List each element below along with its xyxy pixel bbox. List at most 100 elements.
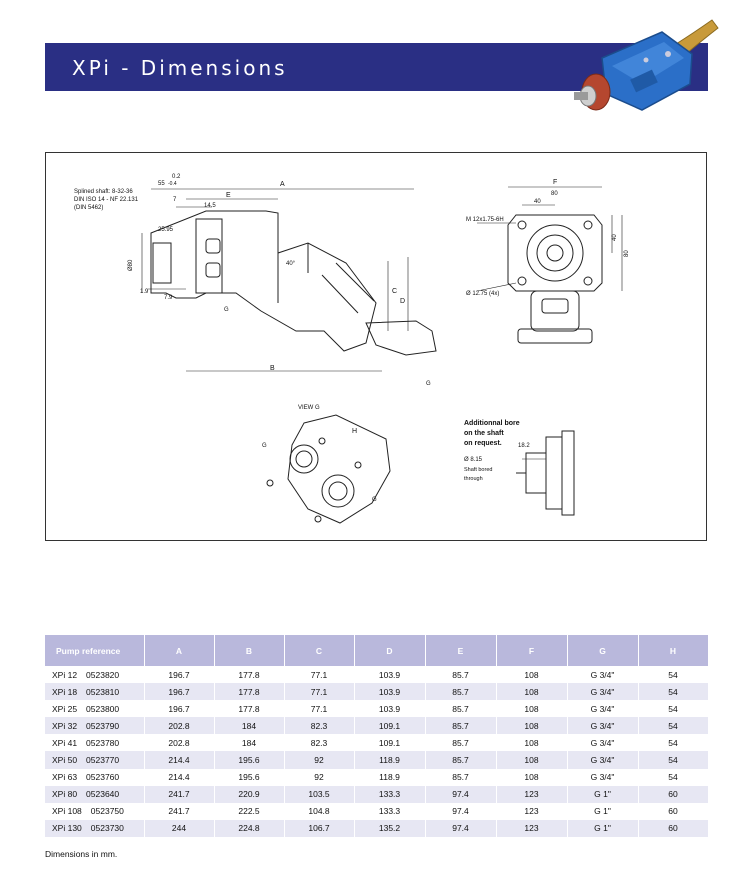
- cell-b: 177.8: [214, 700, 285, 718]
- cell-b: 195.6: [214, 751, 285, 769]
- pump-code: 0523790: [86, 720, 120, 731]
- cell-e: 85.7: [425, 768, 497, 786]
- cell-f: 108: [496, 683, 568, 701]
- cell-e: 85.7: [425, 666, 497, 684]
- pump-code: 0523780: [86, 737, 120, 748]
- cell-a: 202.8: [144, 734, 215, 752]
- pump-code: 0523820: [86, 669, 120, 680]
- pump-reference-cell: XPi 41 0523780: [45, 734, 145, 752]
- header-h: H: [638, 635, 709, 666]
- cell-b: 184: [214, 717, 285, 735]
- pump-reference-cell: XPi 80 0523640: [45, 785, 145, 803]
- view-g-g-right: G: [372, 497, 377, 503]
- cell-a: 196.7: [144, 700, 215, 718]
- cell-h: 54: [638, 700, 709, 718]
- cell-h: 54: [638, 717, 709, 735]
- header-c: C: [284, 635, 355, 666]
- cell-f: 108: [496, 700, 568, 718]
- dim-80-label: Ø80: [128, 259, 134, 271]
- cell-f: 108: [496, 666, 568, 684]
- splined-shaft-label-2: DIN ISO 14 - NF 22.131: [74, 197, 139, 203]
- pump-reference-cell: XPi 130 0523730: [45, 819, 145, 837]
- cell-f: 108: [496, 751, 568, 769]
- table-header-row: Pump reference A B C D E F G H: [45, 635, 709, 666]
- bore-815-label: Ø 8.15: [464, 457, 483, 463]
- dim-40-front-label: 40: [534, 199, 541, 205]
- pump-model: XPi 18: [52, 686, 78, 697]
- cell-a: 244: [144, 819, 215, 837]
- cell-g: G 1": [567, 802, 639, 820]
- cell-c: 106.7: [284, 819, 355, 837]
- cell-g: G 3/4": [567, 751, 639, 769]
- dim-55-label: 55: [158, 181, 165, 187]
- page-title: XPi - Dimensions: [72, 56, 288, 80]
- dim-a-label: A: [280, 181, 285, 188]
- pump-model: XPi 130: [52, 823, 82, 834]
- cell-a: 241.7: [144, 785, 215, 803]
- cell-h: 54: [638, 751, 709, 769]
- pump-code: 0523730: [90, 823, 124, 834]
- cell-a: 214.4: [144, 768, 215, 786]
- dim-19-label: 1.9: [140, 289, 149, 295]
- cell-e: 85.7: [425, 700, 497, 718]
- cell-h: 54: [638, 683, 709, 701]
- header-f: F: [496, 635, 568, 666]
- dim-b-label: B: [270, 365, 275, 372]
- header-a: A: [144, 635, 215, 666]
- pump-model: XPi 41: [52, 737, 78, 748]
- cell-b: 224.8: [214, 819, 285, 837]
- cell-g: G 1": [567, 785, 639, 803]
- arrow-g-label: G: [426, 381, 431, 387]
- pump-model: XPi 50: [52, 755, 78, 766]
- drawing-svg: Splined shaft: 8-32-36 DIN ISO 14 - NF 2…: [74, 174, 630, 524]
- dim-7-label: 7: [173, 197, 177, 203]
- thread-label: M 12x1.75-6H: [466, 217, 504, 223]
- view-g-g-left: G: [262, 443, 267, 449]
- cell-h: 54: [638, 666, 709, 684]
- dim-e-label: E: [226, 192, 231, 199]
- cell-b: 177.8: [214, 666, 285, 684]
- cell-a: 196.7: [144, 683, 215, 701]
- cell-d: 103.9: [354, 683, 426, 701]
- cell-g: G 3/4": [567, 768, 639, 786]
- cell-b: 220.9: [214, 785, 285, 803]
- shaft-bored-1: Shaft bored: [464, 467, 492, 473]
- cell-f: 123: [496, 802, 568, 820]
- pump-photo: [574, 19, 719, 111]
- cell-d: 118.9: [354, 751, 426, 769]
- cell-a: 241.7: [144, 802, 215, 820]
- pump-code: 0523810: [86, 686, 120, 697]
- dim-79-label: 7.9: [164, 295, 173, 301]
- cell-h: 54: [638, 734, 709, 752]
- cell-e: 85.7: [425, 717, 497, 735]
- technical-drawing: Splined shaft: 8-32-36 DIN ISO 14 - NF 2…: [45, 152, 707, 541]
- pump-code: 0523640: [86, 789, 120, 800]
- cell-d: 133.3: [354, 802, 426, 820]
- pump-code: 0523760: [86, 772, 120, 783]
- dim-h-label: H: [352, 428, 357, 435]
- bore-note-3: on request.: [464, 440, 502, 447]
- cell-g: G 3/4": [567, 717, 639, 735]
- dim-f-label: F: [553, 179, 557, 186]
- cell-d: 133.3: [354, 785, 426, 803]
- cell-d: 135.2: [354, 819, 426, 837]
- bore-note-2: on the shaft: [464, 430, 504, 437]
- cell-c: 92: [284, 751, 355, 769]
- cell-b: 177.8: [214, 683, 285, 701]
- cell-a: 214.4: [144, 751, 215, 769]
- pump-model: XPi 80: [52, 789, 78, 800]
- splined-shaft-label-3: (DIN 5462): [74, 205, 103, 211]
- cell-h: 60: [638, 819, 709, 837]
- cell-e: 85.7: [425, 683, 497, 701]
